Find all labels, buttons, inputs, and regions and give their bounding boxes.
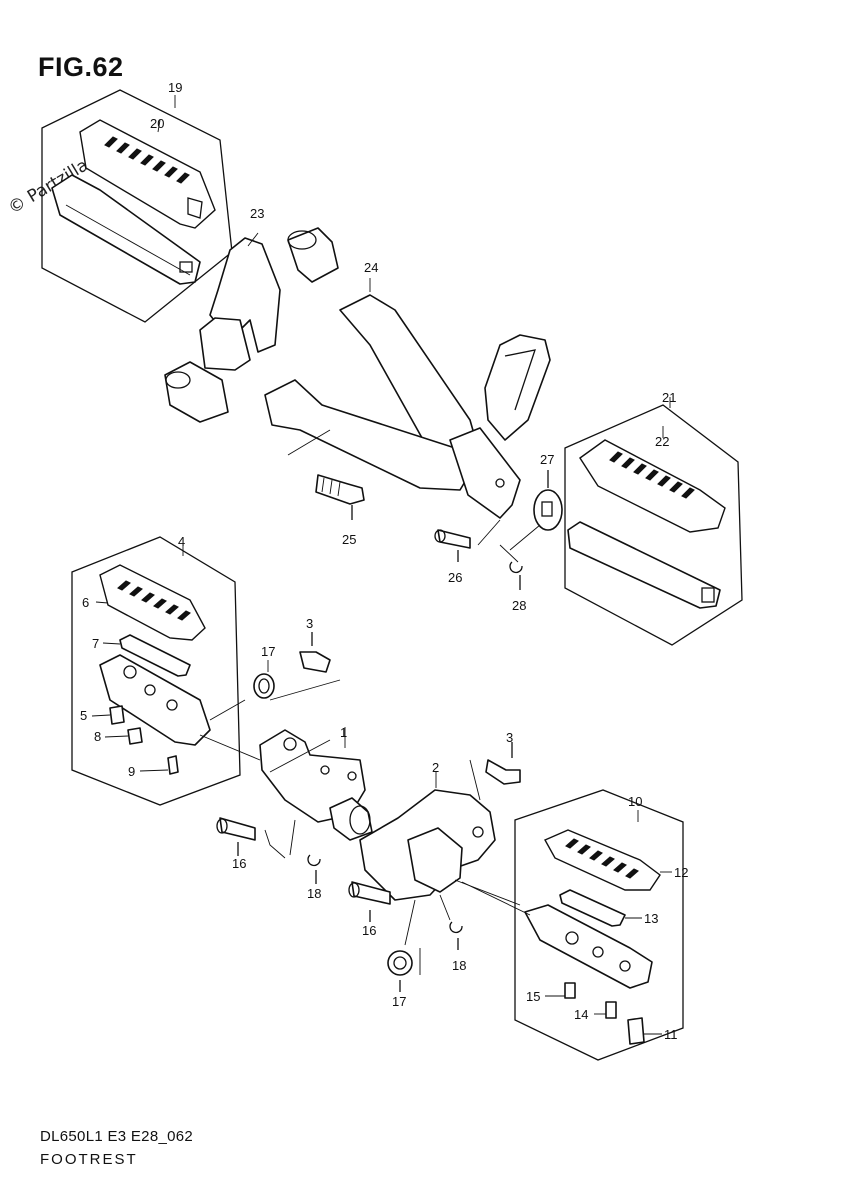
callout-18-left: 18: [307, 886, 321, 901]
callout-25: 25: [342, 532, 356, 547]
callout-8: 8: [94, 729, 101, 744]
inset-box-10: [461, 789, 684, 1061]
callout-17-bottom: 17: [392, 994, 406, 1009]
callout-10: 10: [628, 794, 642, 809]
callout-26: 26: [448, 570, 462, 585]
callout-18-right: 18: [452, 958, 466, 973]
rubber-ribs-22: [609, 451, 695, 499]
callout-16-left: 16: [232, 856, 246, 871]
rubber-ribs-12: [565, 838, 639, 879]
callout-16-right: 16: [362, 923, 376, 938]
callout-20: 20: [150, 116, 164, 131]
footrest-bracket-2: [348, 742, 521, 992]
callout-28: 28: [512, 598, 526, 613]
figure-title: FIG.62: [38, 52, 124, 82]
callout-19: 19: [168, 80, 182, 95]
inset-box-4: [71, 536, 241, 806]
callout-4: 4: [178, 534, 185, 549]
diagram-code: DL650L1 E3 E28_062: [40, 1128, 194, 1145]
callout-23: 23: [250, 206, 264, 221]
callout-13: 13: [644, 911, 658, 926]
callout-14: 14: [574, 1007, 588, 1022]
callout-3-right: 3: [506, 730, 513, 745]
callout-5: 5: [80, 708, 87, 723]
callout-15: 15: [526, 989, 540, 1004]
callout-6: 6: [82, 595, 89, 610]
callout-27: 27: [540, 452, 554, 467]
callout-7: 7: [92, 636, 99, 651]
rubber-ribs-6: [117, 580, 191, 621]
footrest-bracket-1: [199, 632, 373, 884]
callout-3-top: 3: [306, 616, 313, 631]
callout-12: 12: [674, 865, 688, 880]
callout-22: 22: [655, 434, 669, 449]
rear-footrest-bracket: [164, 227, 563, 590]
inset-box-19: [41, 89, 233, 323]
callout-11: 11: [664, 1027, 678, 1042]
callout-9: 9: [128, 764, 135, 779]
callout-24: 24: [364, 260, 378, 275]
diagram-name: FOOTREST: [40, 1151, 138, 1168]
callout-17-top: 17: [261, 644, 275, 659]
callout-21: 21: [662, 390, 676, 405]
callout-1: 1: [340, 725, 347, 740]
rubber-ribs-20: [104, 136, 190, 184]
callout-labels: 19 20 23 24 21 22 27 25 26 28 4 6 7 5 8 …: [80, 80, 688, 1042]
callout-2: 2: [432, 760, 439, 775]
inset-box-21: [564, 397, 743, 646]
